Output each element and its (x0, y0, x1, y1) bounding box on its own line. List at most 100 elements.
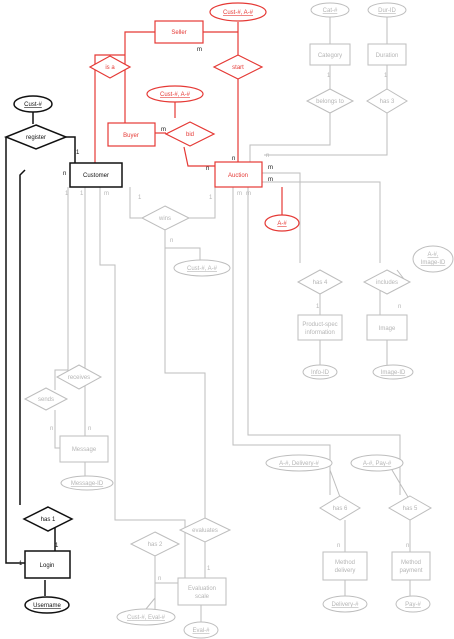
entity-product-spec (297, 314, 343, 341)
card-evaluates-1: 1 (207, 566, 211, 572)
card-auction-m4: m (246, 191, 251, 197)
card-customer-1b: 1 (80, 191, 84, 197)
attr-delivery (322, 595, 368, 613)
black-elements: Cust-# register Customer has 1 Login Use… (3, 95, 123, 614)
entity-evaluation-scale-label-1: Evaluation (188, 586, 216, 592)
entity-method-delivery-label-1: Method (335, 560, 355, 566)
card-customer-m: m (104, 191, 109, 197)
rel-has-3 (366, 88, 408, 114)
attr-a-num (264, 214, 300, 232)
card-includes-n: n (398, 304, 401, 310)
rel-evaluates-label: evaluates (192, 528, 218, 534)
attr-info-label: Info-ID (311, 370, 330, 376)
rel-has-3-label: has 3 (380, 99, 395, 105)
attr-cust-top (13, 95, 53, 113)
entity-method-payment-label-1: Method (401, 560, 421, 566)
attr-message-id (60, 475, 114, 491)
entity-buyer-label: Buyer (123, 133, 139, 139)
rel-receives (55, 364, 103, 390)
black-connectors (5, 112, 76, 596)
gray-connectors (54, 16, 411, 610)
attr-a-image-label-2: Image-ID (421, 260, 446, 266)
rel-register-label: register (26, 135, 46, 141)
entity-auction-label: Auction (228, 173, 248, 179)
attr-cust-top-label: Cust-# (24, 102, 42, 108)
entity-buyer (107, 122, 156, 147)
rel-register (3, 124, 69, 150)
card-has2-n: n (158, 576, 161, 582)
rel-has-2-label: has 2 (148, 542, 163, 548)
rel-bid-label: bid (186, 132, 194, 138)
entity-product-spec-label-1: Product-spec (302, 322, 337, 328)
attr-cust-a-top-label: Cust-#, A-# (223, 10, 254, 16)
entity-seller (154, 20, 204, 44)
card-has4-1: 1 (316, 304, 320, 310)
card-seller-m: m (197, 47, 202, 53)
card-wins-n: n (170, 238, 173, 244)
entity-duration-label: Duration (376, 53, 399, 59)
rel-belongs-to (305, 88, 355, 114)
entity-login-label: Login (40, 563, 55, 569)
gray-relationships: belongs to has 3 wins has 4 includes rec… (23, 88, 433, 557)
rel-is-a-label: is a (105, 65, 115, 71)
entity-seller-label: Seller (171, 30, 186, 36)
attr-image-id (372, 364, 414, 380)
red-elements: Cust-#, A-# Seller start is a Cust-#, A-… (88, 2, 300, 232)
rel-has-4-label: has 4 (313, 280, 328, 286)
entity-category-label: Category (318, 53, 342, 59)
card-duration-1: 1 (384, 73, 388, 79)
card-has5-n: n (406, 543, 409, 549)
entity-auction (214, 161, 263, 188)
card-category-1: 1 (327, 73, 331, 79)
gray-entities: Category Duration Product-spec informati… (59, 43, 431, 606)
attr-a-pay-label: A-#, Pay-# (363, 461, 392, 467)
card-auction-m3: m (237, 191, 242, 197)
rel-start-label: start (232, 65, 244, 71)
attr-a-image-label-1: A-#, (427, 252, 438, 258)
card-buyer-m: m (161, 127, 166, 133)
attr-dur-label: Dur-ID (378, 8, 396, 14)
rel-has-1-label: has 1 (41, 517, 56, 523)
attr-cust-a-bid-label: Cust-#, A-# (160, 92, 191, 98)
entity-evaluation-scale-label-2: scale (195, 594, 210, 600)
card-receives-n: n (88, 426, 91, 432)
attr-a-delivery (265, 454, 333, 472)
attr-cust-eval-label: Cust-#, Eval-# (127, 615, 166, 621)
attr-cust-a-bid (146, 85, 204, 103)
entity-customer-label: Customer (83, 173, 109, 179)
attr-message-id-label: Message-ID (71, 481, 104, 487)
attr-cust-a-wins (173, 259, 231, 277)
attr-image-id-label: Image-ID (381, 370, 406, 376)
entity-evaluation-scale (177, 577, 227, 606)
rel-wins-label: wins (158, 216, 171, 222)
card-sends-n: n (50, 426, 53, 432)
entity-image (366, 314, 408, 341)
attr-dur (367, 2, 407, 18)
rel-has-1 (22, 506, 74, 532)
attr-info (302, 364, 338, 380)
rel-has-6 (319, 495, 361, 521)
rel-has-5 (387, 495, 433, 521)
attr-username (24, 596, 70, 614)
card-auction-n: n (232, 156, 235, 162)
entity-message-label: Message (72, 447, 97, 453)
attr-cat-label: Cat-# (323, 8, 338, 14)
entity-product-spec-label-2: information (305, 330, 335, 336)
entity-message (59, 435, 109, 463)
entity-category (309, 43, 351, 66)
card-has1-1: 1 (55, 543, 59, 549)
card-has6-n: n (337, 543, 340, 549)
attr-pay (395, 595, 431, 613)
attr-pay-label: Pay-# (405, 602, 421, 608)
card-login-1: 1 (19, 561, 23, 567)
rel-sends-label: sends (38, 397, 54, 403)
entity-image-label: Image (379, 326, 396, 332)
rel-evaluates (178, 517, 232, 543)
attr-username-label: Username (33, 603, 61, 609)
rel-includes (362, 269, 412, 295)
card-customer-1: 1 (65, 191, 69, 197)
rel-bid (164, 121, 216, 147)
attr-a-delivery-label: A-#, Delivery-# (279, 461, 319, 467)
card-auction-m: m (268, 165, 273, 171)
